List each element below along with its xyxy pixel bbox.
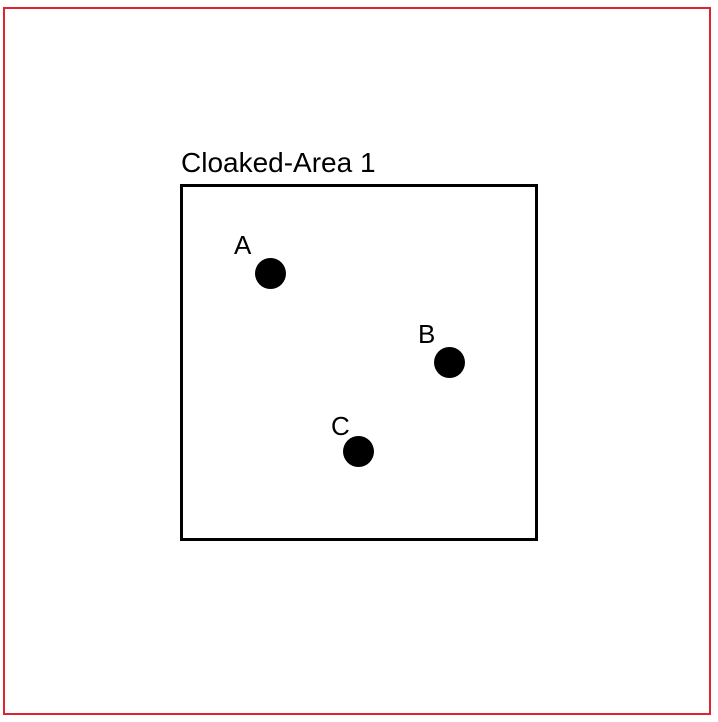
point-a-dot [255,258,286,289]
cloaked-area-box [180,184,538,541]
point-b-dot [434,347,465,378]
point-c-dot [343,436,374,467]
outer-frame [3,7,711,715]
point-label-a: A [234,230,252,260]
point-label-b: B [418,319,436,349]
point-label-c: C [331,411,350,441]
cloaked-area-title: Cloaked-Area 1 [181,147,376,178]
